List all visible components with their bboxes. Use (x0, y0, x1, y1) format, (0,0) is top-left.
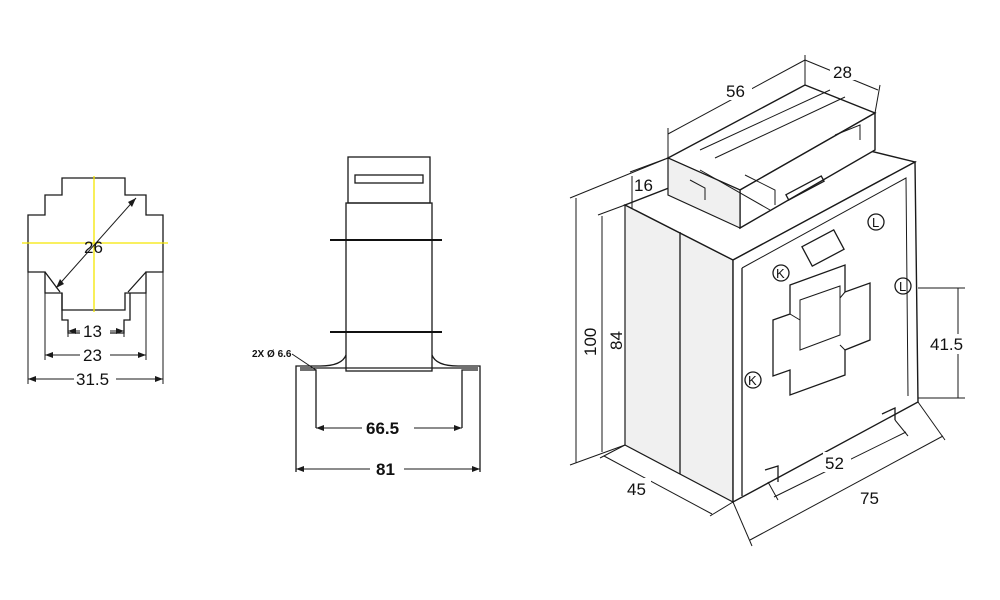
aperture-view: 26 13 23 31.5 (22, 176, 168, 389)
window-inner-steps (789, 285, 846, 351)
dim-line-45 (603, 455, 713, 515)
arrow-head (296, 466, 304, 472)
hole-note: 2X Ø 6.6 (252, 349, 292, 360)
ext-line (894, 419, 909, 437)
base-foot (764, 406, 896, 482)
terminal-slot (354, 174, 424, 184)
dim-diagonal-label: 26 (84, 238, 103, 257)
dim-base-width-label: 75 (860, 489, 879, 508)
terminal-mark-circle (867, 213, 885, 231)
arrow-head (56, 279, 64, 288)
terminal-mark-circle (744, 371, 762, 389)
arrow-head (28, 376, 36, 382)
base-flange (295, 354, 481, 472)
arrow-head (316, 425, 324, 431)
terminal-mark-l2: L (899, 279, 906, 294)
dim-total-height-label: 100 (581, 328, 600, 356)
terminal-mark-k2: K (748, 373, 757, 388)
iso-view: K L K L 56 28 16 100 84 (569, 55, 970, 547)
ext-line (569, 157, 669, 199)
body-column (345, 202, 433, 372)
diagonal-dimension-line (55, 197, 137, 289)
ext-line (874, 84, 881, 114)
leader-line (291, 353, 317, 371)
side-view: 2X Ø 6.6 66.5 81 (252, 156, 481, 479)
dim-depth-label: 45 (627, 480, 646, 499)
dim-middle-label: 23 (83, 346, 102, 365)
ext-line (569, 444, 626, 466)
terminal-mark-circle (772, 264, 790, 282)
dim-body-height-label: 84 (607, 331, 626, 350)
arrow-head (472, 466, 480, 472)
body-round-edge (741, 177, 909, 397)
dim-top-depth-label: 28 (833, 63, 852, 82)
dim-window-width-label: 52 (825, 454, 844, 473)
arrow-head (155, 376, 163, 382)
ext-line (597, 204, 626, 216)
dim-outer-label: 31.5 (76, 370, 109, 389)
ext-line (917, 401, 946, 441)
dim-inner-label: 13 (83, 322, 102, 341)
ext-line (709, 501, 734, 517)
dim-terminal-height-label: 16 (634, 176, 653, 195)
arrow-head (116, 328, 124, 334)
dim-hole-spacing-label: 66.5 (366, 419, 399, 438)
terminal-mark-l1: L (872, 215, 879, 230)
arrow-head (128, 198, 136, 207)
dim-top-length-label: 56 (726, 82, 745, 101)
dim-window-height-label: 41.5 (930, 335, 963, 354)
arrow-head (68, 328, 76, 334)
terminal-block (347, 156, 431, 204)
ext-line (732, 501, 753, 547)
nameplate (801, 228, 845, 268)
terminal-details (689, 89, 861, 211)
dim-line-75 (749, 435, 944, 541)
ext-line (767, 481, 779, 501)
ext-line (599, 444, 626, 459)
arrow-head (45, 352, 53, 358)
terminal-mark-k1: K (776, 266, 785, 281)
arrow-head (138, 352, 146, 358)
arrow-head (454, 425, 462, 431)
terminal-mark-circle (894, 277, 912, 295)
terminal-screw-slot (785, 175, 825, 201)
dim-base-width-label: 81 (376, 460, 395, 479)
